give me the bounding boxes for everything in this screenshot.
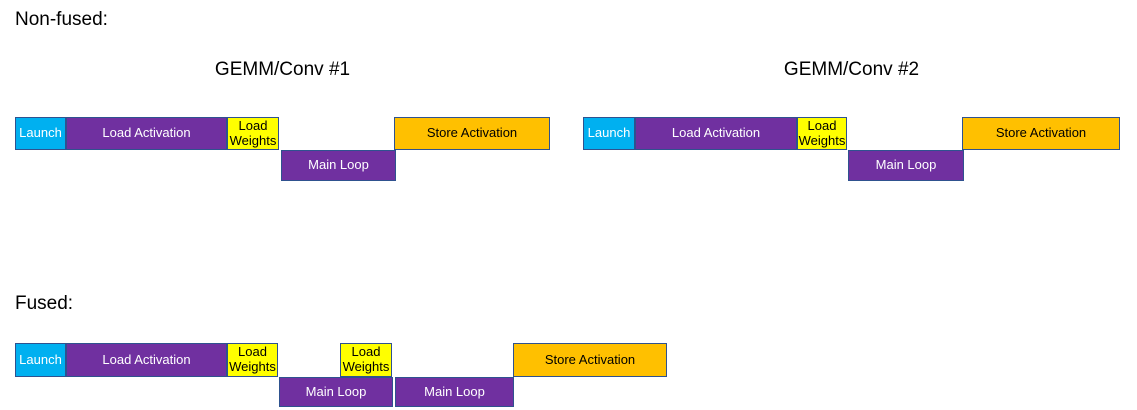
- group-title-gemm-conv-2: GEMM/Conv #2: [783, 59, 920, 80]
- block-load-activation: Load Activation: [635, 117, 797, 150]
- block-launch: Launch: [15, 343, 66, 377]
- block-main-loop: Main Loop: [848, 150, 964, 181]
- block-load-activation: Load Activation: [66, 117, 227, 150]
- block-launch: Launch: [15, 117, 66, 150]
- block-load-weights: Load Weights: [797, 117, 847, 150]
- section-label-non-fused: Non-fused:: [15, 9, 108, 30]
- block-main-loop: Main Loop: [279, 377, 393, 407]
- block-main-loop: Main Loop: [395, 377, 514, 407]
- block-store-activation: Store Activation: [962, 117, 1120, 150]
- block-launch: Launch: [583, 117, 635, 150]
- block-load-weights: Load Weights: [340, 343, 392, 377]
- block-load-weights: Load Weights: [227, 117, 279, 150]
- group-title-gemm-conv-1: GEMM/Conv #1: [214, 59, 351, 80]
- block-store-activation: Store Activation: [513, 343, 667, 377]
- block-store-activation: Store Activation: [394, 117, 550, 150]
- block-main-loop: Main Loop: [281, 150, 396, 181]
- block-load-weights: Load Weights: [227, 343, 278, 377]
- section-label-fused: Fused:: [15, 293, 74, 314]
- block-load-activation: Load Activation: [66, 343, 227, 377]
